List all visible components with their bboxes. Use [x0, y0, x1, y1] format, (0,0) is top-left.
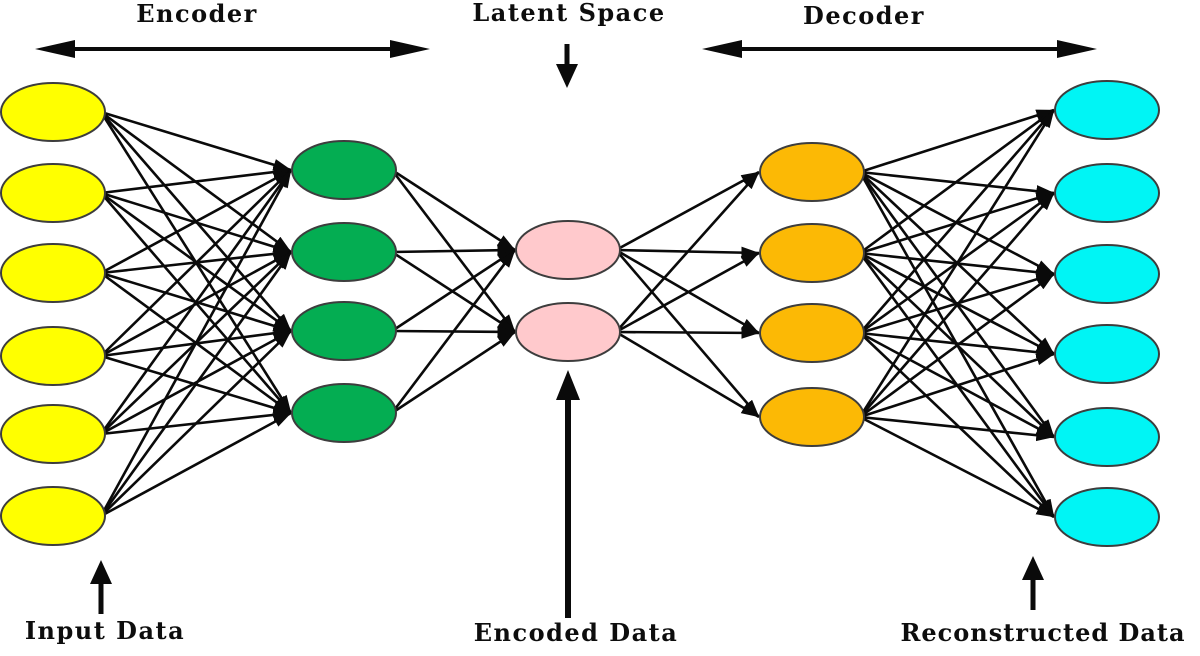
input-layer-to-encoder-hidden-layer-edge: [100, 166, 292, 195]
latent-layer-to-decoder-hidden-layer-edge: [615, 251, 760, 334]
decoder-hidden-layer-to-output-layer-edge: [859, 331, 1055, 359]
decoder-range-arrow-left-head: [702, 40, 742, 58]
encoder-hidden-layer-to-latent-layer-edge: [391, 248, 516, 333]
decoder-hidden-layer-to-output-layer-edge: [859, 332, 1055, 518]
decoder-hidden-layer-to-output-layer-edge: [859, 109, 1055, 334]
latent-layer-to-decoder-hidden-layer-edge: [615, 330, 760, 419]
latent-layer-to-decoder-hidden-layer-edge: [615, 171, 760, 333]
input-layer-to-encoder-hidden-layer-edge: [100, 169, 292, 357]
decoder-hidden-layer-to-output-layer-edge: [859, 415, 1055, 442]
latent-layer-node: [515, 220, 621, 280]
latent-layer-node: [515, 302, 621, 362]
encoded-pointer-arrow-head: [556, 370, 580, 400]
input-layer-node: [0, 163, 106, 223]
latent-pointer-arrow-head: [556, 64, 578, 88]
encoder-hidden-layer-node: [291, 140, 397, 200]
input-layer-to-encoder-hidden-layer-edge: [100, 168, 292, 275]
decoder-hidden-layer-node: [759, 387, 865, 447]
output-layer-node: [1054, 487, 1160, 547]
neuron-nodes: [0, 80, 1160, 547]
encoder-hidden-layer-node: [291, 222, 397, 282]
encoder-hidden-layer-to-latent-layer-edge: [391, 168, 516, 252]
latent-space-label: Latent Space: [472, 0, 666, 27]
encoder-hidden-layer-to-latent-layer-edge: [391, 244, 516, 257]
output-layer-node: [1054, 163, 1160, 223]
decoder-hidden-layer-to-output-layer-edge: [859, 108, 1055, 255]
input-data-label: Input Data: [24, 616, 186, 645]
decoder-hidden-layer-to-output-layer-edge: [859, 352, 1055, 419]
annotation-arrows: [35, 40, 1097, 618]
input-layer-to-encoder-hidden-layer-edge: [99, 169, 293, 517]
encoded-data-label: Encoded Data: [473, 618, 679, 647]
input-layer-node: [0, 404, 106, 464]
latent-layer-to-decoder-hidden-layer-edge: [615, 326, 760, 339]
decoder-hidden-layer-to-output-layer-edge: [858, 109, 1056, 418]
input-pointer-arrow-head: [90, 560, 112, 584]
input-layer-to-encoder-hidden-layer-edge: [99, 169, 293, 435]
encoder-hidden-layer-node: [291, 301, 397, 361]
decoder-hidden-layer-to-output-layer-edge: [859, 415, 1055, 519]
decoder-hidden-layer-node: [759, 303, 865, 363]
input-layer-node: [0, 486, 106, 546]
input-layer-to-encoder-hidden-layer-edge: [99, 251, 293, 517]
decoder-label: Decoder: [803, 1, 925, 30]
decoder-hidden-layer-to-output-layer-edge: [859, 192, 1055, 418]
encoder-hidden-layer-to-latent-layer-edge: [391, 330, 516, 415]
decoder-hidden-layer-node: [759, 142, 865, 202]
encoder-hidden-layer-node: [291, 383, 397, 443]
decoder-range-arrow-right-head: [1057, 40, 1097, 58]
encoder-hidden-layer-to-latent-layer-edge: [390, 249, 517, 414]
output-layer-node: [1054, 244, 1160, 304]
encoder-range-arrow-right-head: [390, 40, 430, 58]
input-layer-to-encoder-hidden-layer-edge: [100, 110, 292, 172]
output-layer-node: [1054, 80, 1160, 140]
input-layer-to-encoder-hidden-layer-edge: [100, 330, 292, 517]
encoder-label: Encoder: [136, 0, 258, 28]
output-layer-node: [1054, 407, 1160, 467]
output-layer-node: [1054, 324, 1160, 384]
input-layer-to-encoder-hidden-layer-edge: [100, 411, 292, 518]
decoder-hidden-layer-node: [759, 223, 865, 283]
decoder-hidden-layer-to-output-layer-edge: [859, 108, 1055, 174]
latent-layer-to-decoder-hidden-layer-edge: [615, 170, 760, 252]
encoder-range-arrow-left-head: [35, 40, 75, 58]
input-layer-node: [0, 82, 106, 142]
connection-edges: [99, 108, 1056, 519]
decoder-hidden-layer-to-output-layer-edge: [859, 272, 1055, 419]
reconstructed-pointer-arrow-head: [1022, 556, 1044, 580]
input-layer-node: [0, 326, 106, 386]
input-layer-node: [0, 243, 106, 303]
reconstructed-data-label: Reconstructed Data: [900, 618, 1186, 647]
